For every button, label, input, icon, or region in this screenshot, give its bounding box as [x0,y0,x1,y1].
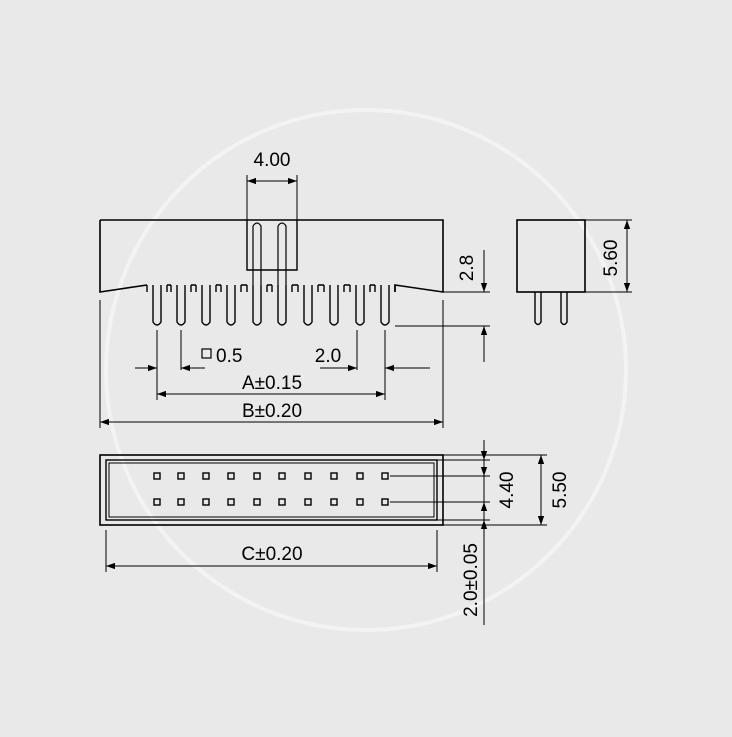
dim-height-label: 5.60 [601,240,622,277]
key-pin [252,222,262,285]
front-pin [201,285,211,326]
top-pin-square [177,472,185,480]
top-body-inner2 [108,462,435,518]
top-pin-square [202,472,210,480]
dim-outer-width-label: 5.50 [550,472,571,509]
top-pin-square [381,472,389,480]
top-body-inner [105,459,438,521]
top-pin-square [227,498,235,506]
top-pin-square [253,498,261,506]
dim-row-pitch-label: 2.0±0.05 [461,543,482,617]
pin-collar [271,285,293,292]
pin-collar [146,285,168,292]
top-pin-square [202,498,210,506]
top-pin-square [304,498,312,506]
front-body-outline [99,219,444,293]
pin-collar [349,285,371,292]
top-pin-square [330,498,338,506]
top-pin-square [356,498,364,506]
dim-pin-square-label: 0.5 [216,346,242,367]
front-pin [277,285,287,326]
pin-collar [220,285,242,292]
front-pin [226,285,236,326]
square-symbol-icon [201,348,212,359]
top-pin-square [153,472,161,480]
dim-inner-width-label: 4.40 [497,472,518,509]
dim-c-label: C±0.20 [241,544,302,565]
top-body-outer [99,454,444,526]
watermark-circle [104,108,628,632]
top-pin-square [304,472,312,480]
pin-collar [297,285,319,292]
top-pin-square [330,472,338,480]
key-pin [277,222,287,285]
pin-collar [195,285,217,292]
dim-a-label: A±0.15 [242,373,302,394]
dim-pitch-label: 2.0 [315,346,341,367]
pin-collar [170,285,192,292]
top-pin-square [278,472,286,480]
top-pin-square [356,472,364,480]
top-pin-square [381,498,389,506]
key-slot [246,220,298,271]
front-pin [176,285,186,326]
front-pins [146,222,396,326]
top-view [99,454,444,526]
top-pin-square [278,498,286,506]
front-pin [329,285,339,326]
dim-b-label: B±0.20 [242,401,302,422]
side-body [516,219,586,293]
top-pin-square [177,498,185,506]
front-pin [252,285,262,326]
top-pin-square [227,472,235,480]
side-view [516,219,586,326]
front-pin [355,285,365,326]
pin-collar [323,285,345,292]
top-pin-square [253,472,261,480]
pin-collar [374,285,396,292]
front-pin [380,285,390,326]
side-pins [534,292,568,326]
front-pin [303,285,313,326]
top-pin-square [153,498,161,506]
front-pin [152,285,162,326]
dim-key-width-label: 4.00 [254,150,291,171]
pin-collar [246,285,268,292]
dim-pin-length-label: 2.8 [457,255,478,281]
dimension-lines [99,175,632,625]
front-view [99,219,444,326]
